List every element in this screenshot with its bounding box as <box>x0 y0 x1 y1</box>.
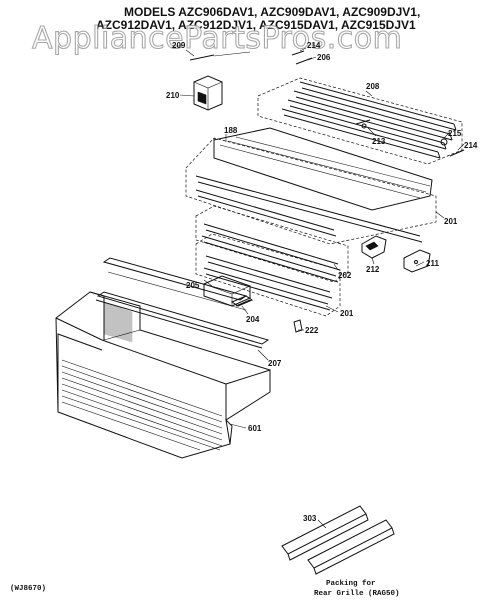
part-601-front-grille[interactable] <box>55 291 271 459</box>
part-213-link[interactable] <box>355 119 371 129</box>
part-211-bracket[interactable] <box>403 249 431 273</box>
front-grille-top-bar[interactable] <box>102 257 248 311</box>
callout-201-upper: 201 <box>444 217 458 226</box>
callout-206: 206 <box>317 53 331 62</box>
callout-202: 202 <box>338 271 352 280</box>
callout-211: 211 <box>426 259 439 268</box>
part-206-clip[interactable] <box>295 57 313 65</box>
part-209-rod[interactable] <box>189 54 215 61</box>
part-201-louver-set-lower[interactable] <box>195 233 341 317</box>
callout-208: 208 <box>366 82 380 91</box>
callout-213: 213 <box>372 137 386 146</box>
watermark: AppliancePartsPros.com <box>32 21 402 56</box>
diagram-title-line-1: MODELS AZC906DAV1, AZC909DAV1, AZC909DJV… <box>124 5 420 19</box>
callout-207: 207 <box>268 359 282 368</box>
packing-note-line-2: Rear Grille (RAG50) <box>314 590 400 598</box>
part-204-bracket[interactable] <box>230 295 254 307</box>
callout-222: 222 <box>305 326 319 335</box>
part-207-strip[interactable] <box>95 291 270 349</box>
callout-214-right: 214 <box>464 141 478 150</box>
part-202-louver-set[interactable] <box>195 205 349 283</box>
callout-215: 215 <box>448 129 462 138</box>
part-212-bracket[interactable] <box>361 235 387 259</box>
callout-210: 210 <box>166 91 180 100</box>
callout-188: 188 <box>224 126 238 135</box>
part-188-louver-frame[interactable] <box>185 127 437 245</box>
diagram-title-line-2: AZC912DAV1, AZC912DJV1, AZC915DAV1, AZC9… <box>96 18 416 32</box>
callout-205: 205 <box>186 281 200 290</box>
callout-209: 209 <box>172 41 186 50</box>
leader-lines <box>179 47 465 529</box>
callout-303: 303 <box>303 514 317 523</box>
part-208-louver-set[interactable] <box>257 77 463 165</box>
diagram-code: (WJ8670) <box>10 585 46 593</box>
callout-212: 212 <box>366 265 380 274</box>
part-214-screw-right[interactable] <box>449 149 465 157</box>
part-303-packing[interactable] <box>281 505 395 575</box>
part-215-pivot[interactable] <box>440 138 448 146</box>
callout-201-lower: 201 <box>340 309 354 318</box>
callout-601: 601 <box>248 424 262 433</box>
callout-214-top: 214 <box>307 41 321 50</box>
part-210-bracket[interactable] <box>193 75 223 111</box>
part-214-screw-top[interactable] <box>291 50 305 56</box>
callout-204: 204 <box>246 315 260 324</box>
packing-note-line-1: Packing for <box>326 580 376 588</box>
